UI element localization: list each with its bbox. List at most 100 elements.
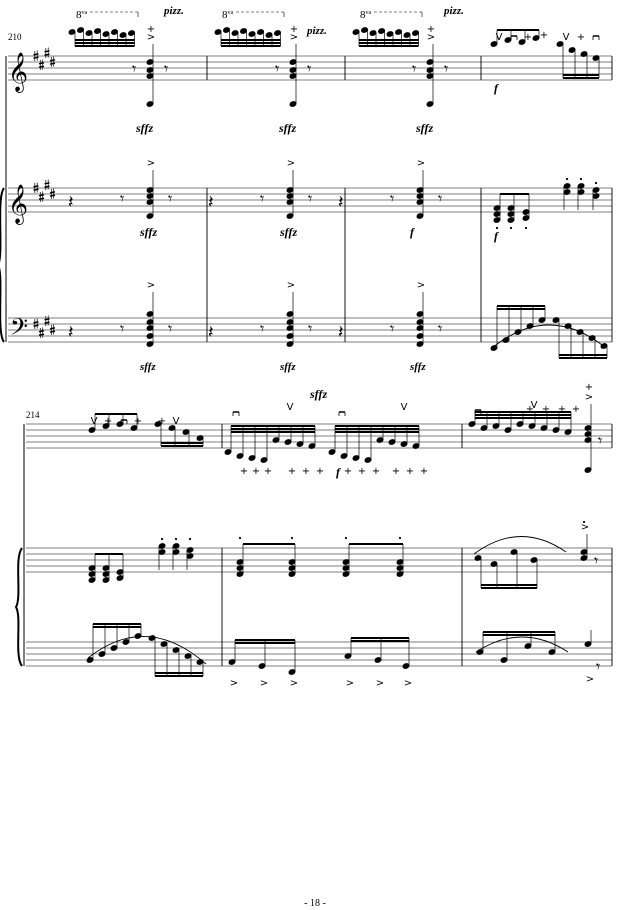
eighth-rest-icon: 𝄾 xyxy=(444,59,448,78)
violin-pizz-chord xyxy=(146,44,154,107)
sharp-bar xyxy=(33,324,39,327)
eighth-rest-icon: 𝄾 xyxy=(308,189,312,208)
note-head xyxy=(68,29,76,35)
left-hand-pizzicato-icon: + xyxy=(288,466,296,477)
staccato-icon xyxy=(188,537,192,541)
accent-icon: > xyxy=(147,32,155,43)
bow-down-icon xyxy=(510,35,518,40)
piano-rh-chord xyxy=(102,554,110,583)
sharp-bar xyxy=(49,59,56,62)
violin-fast-run xyxy=(468,411,572,435)
piano-lh-chord xyxy=(416,292,424,347)
bow-down-icon xyxy=(474,409,482,414)
sharp-icon xyxy=(38,59,45,70)
note-head xyxy=(556,41,564,47)
bow-down-icon xyxy=(338,411,346,416)
piano-lh-chord xyxy=(286,292,294,347)
note-head xyxy=(576,329,584,335)
piano-rh-chord xyxy=(416,170,424,219)
sharp-bar xyxy=(33,56,39,59)
piano-rh-chord xyxy=(116,554,124,581)
eighth-rest-icon: 𝄾 xyxy=(132,59,136,78)
note-head xyxy=(93,28,102,34)
piano-rh-chord xyxy=(507,194,515,223)
eighth-rest-icon: 𝄾 xyxy=(260,189,264,208)
bow-down-icon xyxy=(232,411,240,416)
note-head xyxy=(360,27,369,33)
eighth-rest-icon: 𝄾 xyxy=(164,59,168,78)
staccato-icon xyxy=(238,536,242,540)
piano-rh-chord xyxy=(288,544,296,577)
left-hand-pizzicato-icon: + xyxy=(358,466,366,477)
eighth-rest-icon: 𝄾 xyxy=(260,319,264,338)
accent-icon: > xyxy=(586,674,594,685)
accent-icon: > xyxy=(417,280,425,291)
dynamic-marking: f xyxy=(494,229,499,243)
piano-rh-group xyxy=(474,549,538,589)
piano-brace xyxy=(14,547,23,667)
piano-lh-arpeggio xyxy=(490,305,546,351)
left-hand-pizzicato-icon: + xyxy=(558,404,566,415)
sharp-icon xyxy=(44,179,50,190)
piano-lh-arpeggio xyxy=(148,635,204,677)
dynamic-marking: sffz xyxy=(279,361,296,373)
pizz-marking: pizz. xyxy=(163,5,184,17)
staccato-icon xyxy=(509,226,513,230)
bow-up-icon: V xyxy=(173,416,180,427)
quarter-rest-icon: 𝄽 xyxy=(338,322,344,343)
piano-rh-chord xyxy=(577,183,585,210)
sharp-bar xyxy=(49,191,56,194)
note-head xyxy=(102,31,110,37)
eighth-rest-icon: 𝄾 xyxy=(412,59,416,78)
note-head xyxy=(568,47,576,53)
dynamic-marking: sffz xyxy=(279,225,297,239)
piano-lh-arpeggio xyxy=(552,317,608,359)
staccato-icon xyxy=(398,536,402,540)
sharp-bar xyxy=(44,318,50,321)
violin-sixteenth-run xyxy=(352,27,420,47)
piano-rh-chord xyxy=(236,544,244,577)
piano-rh-chord xyxy=(580,534,588,561)
piano-lh-arpeggio xyxy=(86,623,142,663)
note-head xyxy=(154,421,162,427)
accent-icon: > xyxy=(427,32,435,43)
violin-sixteenth-group xyxy=(154,421,204,447)
note-head xyxy=(119,32,127,38)
note-head xyxy=(394,29,403,35)
sharp-icon xyxy=(49,188,56,199)
note-head xyxy=(148,635,156,641)
note-head xyxy=(196,435,204,441)
piano-rh-chord xyxy=(286,170,294,219)
quarter-rest-icon: 𝄽 xyxy=(68,192,74,213)
measure-number: 214 xyxy=(26,410,40,420)
left-hand-pizzicato-icon: + xyxy=(240,466,248,477)
sharp-bar xyxy=(38,62,45,65)
slur xyxy=(475,636,569,653)
accent-icon: > xyxy=(230,678,238,689)
sharp-bar xyxy=(33,321,39,324)
dynamic-marking: sffz xyxy=(309,387,327,401)
left-hand-pizzicato-icon: + xyxy=(540,30,548,41)
note-head xyxy=(127,30,136,36)
left-hand-pizzicato-icon: + xyxy=(406,466,414,477)
note-head xyxy=(182,429,190,435)
eighth-rest-icon: 𝄾 xyxy=(168,319,172,338)
note-head xyxy=(377,28,386,34)
staccato-icon xyxy=(582,520,586,524)
bass-clef-icon: 𝄢 xyxy=(10,313,28,346)
sharp-bar xyxy=(44,50,50,53)
quarter-rest-icon: 𝄽 xyxy=(68,322,74,343)
eighth-rest-icon: 𝄾 xyxy=(438,189,442,208)
octave-numeral: 8va xyxy=(76,9,88,21)
sharp-icon xyxy=(33,50,39,61)
violin-staff xyxy=(26,423,612,449)
note-head xyxy=(168,425,176,431)
note-head xyxy=(369,30,377,36)
sharp-bar xyxy=(38,194,45,197)
octave-suffix: va xyxy=(228,10,234,16)
dynamic-marking: f xyxy=(410,225,415,239)
sharp-bar xyxy=(49,62,56,65)
bow-up-icon: V xyxy=(496,32,503,43)
note-head xyxy=(580,51,588,57)
